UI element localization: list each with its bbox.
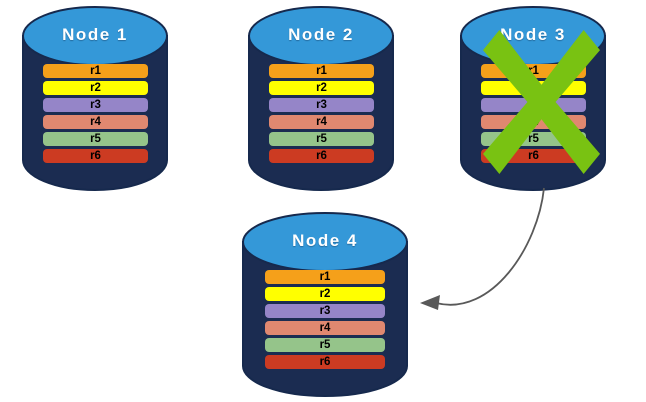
node-4-row-r2[interactable]: r2 [265, 287, 385, 301]
node-3-row-r6[interactable]: r6 [481, 149, 586, 163]
node-3-rows: r1 r2 r3 r4 r5 r6 [481, 64, 586, 163]
node-4-rows: r1 r2 r3 r4 r5 r6 [265, 270, 385, 369]
node-4-top-disc [242, 212, 408, 272]
node-1-top-disc [22, 6, 168, 66]
node-4-row-r1[interactable]: r1 [265, 270, 385, 284]
node-1-row-r4[interactable]: r4 [43, 115, 148, 129]
node-4-row-r4[interactable]: r4 [265, 321, 385, 335]
node-2-rows: r1 r2 r3 r4 r5 r6 [269, 64, 374, 163]
node-4-row-r3[interactable]: r3 [265, 304, 385, 318]
node-3-row-r2[interactable]: r2 [481, 81, 586, 95]
migration-arrow-line [435, 187, 545, 306]
node-1-row-r2[interactable]: r2 [43, 81, 148, 95]
node-1-row-r1[interactable]: r1 [43, 64, 148, 78]
node-4-row-r6[interactable]: r6 [265, 355, 385, 369]
node-4-row-r5[interactable]: r5 [265, 338, 385, 352]
node-3-row-r1[interactable]: r1 [481, 64, 586, 78]
node-1-row-r5[interactable]: r5 [43, 132, 148, 146]
node-3-row-r3[interactable]: r3 [481, 98, 586, 112]
migration-arrow-head-icon [420, 295, 440, 310]
node-2-top-disc [248, 6, 394, 66]
node-3-row-r4[interactable]: r4 [481, 115, 586, 129]
node-1-rows: r1 r2 r3 r4 r5 r6 [43, 64, 148, 163]
node-3-row-r5[interactable]: r5 [481, 132, 586, 146]
node-2-row-r1[interactable]: r1 [269, 64, 374, 78]
node-1-row-r6[interactable]: r6 [43, 149, 148, 163]
node-2-row-r2[interactable]: r2 [269, 81, 374, 95]
node-2-row-r3[interactable]: r3 [269, 98, 374, 112]
node-3-top-disc [460, 6, 606, 66]
node-1-row-r3[interactable]: r3 [43, 98, 148, 112]
node-2-row-r5[interactable]: r5 [269, 132, 374, 146]
node-2-row-r6[interactable]: r6 [269, 149, 374, 163]
node-2-row-r4[interactable]: r4 [269, 115, 374, 129]
